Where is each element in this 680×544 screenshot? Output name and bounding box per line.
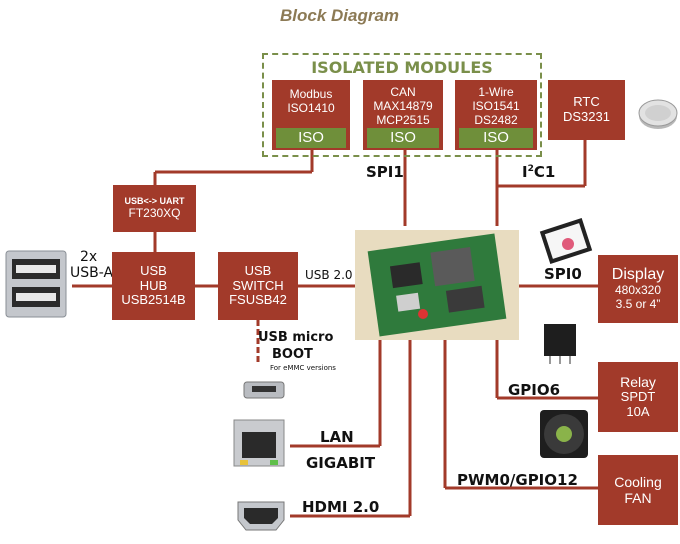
hub-label1: USB: [140, 262, 167, 278]
relay-label: Relay: [620, 374, 656, 391]
relay-rating: 10A: [626, 404, 650, 420]
lan-label2: GIGABIT: [306, 454, 376, 472]
onewire-chip2: DS2482: [474, 112, 518, 127]
isolated-modules-group: [262, 53, 542, 157]
compute-module-board-icon: [367, 233, 507, 337]
hub-chip: USB2514B: [121, 292, 186, 308]
usb-hub-block: USB HUB USB2514B: [112, 252, 195, 320]
usb20-label: USB 2.0: [305, 268, 353, 282]
can-chip1: MAX14879: [373, 98, 433, 113]
onewire-label: 1-Wire: [478, 85, 514, 99]
spi1-label: SPI1: [366, 163, 404, 181]
display-label: Display: [611, 266, 665, 283]
i2c-suffix: C1: [533, 163, 556, 181]
onewire-chip1: ISO1541: [472, 98, 520, 113]
usb-a-label: USB-A: [70, 265, 114, 281]
boot-label2: BOOT: [272, 347, 313, 362]
hdmi-port-icon: [237, 501, 285, 531]
relay-type: SPDT: [620, 389, 656, 405]
display-block: Display 480x320 3.5 or 4”: [598, 255, 678, 323]
relay-block: Relay SPDT 10A: [598, 362, 678, 432]
uart-chip: FT230XQ: [128, 205, 181, 220]
relay-icon: [544, 324, 576, 364]
rtc-label: RTC: [573, 94, 600, 110]
usb-switch-block: USB SWITCH FSUSB42: [218, 252, 298, 320]
compute-module: [355, 230, 519, 340]
fan-label1: Cooling: [614, 473, 662, 490]
can-chip2: MCP2515: [376, 112, 430, 127]
uart-label: USB<-> UART: [124, 196, 185, 207]
spi0-label: SPI0: [544, 265, 582, 283]
micro-usb-icon: [243, 381, 285, 399]
display-screen-icon: [539, 218, 593, 264]
display-size: 3.5 or 4”: [615, 297, 661, 312]
can-iso: ISO: [367, 128, 439, 148]
ethernet-jack-icon: [233, 419, 285, 467]
i2c-label: I2C1: [522, 163, 555, 181]
usb-a-connector-icon: [5, 250, 67, 318]
lan-label1: LAN: [320, 428, 354, 446]
coin-battery-icon: [638, 99, 678, 129]
can-label: CAN: [390, 85, 416, 99]
fan-label2: FAN: [624, 490, 652, 506]
uart-block: USB<-> UART FT230XQ: [113, 185, 196, 232]
rtc-chip: DS3231: [563, 109, 610, 124]
modbus-chip: ISO1410: [287, 100, 335, 115]
switch-chip: FSUSB42: [229, 292, 287, 308]
i2c-sup: 2: [527, 164, 534, 174]
onewire-iso: ISO: [459, 128, 533, 148]
pwm-label: PWM0/GPIO12: [457, 471, 578, 489]
usb-a-count: 2x: [80, 249, 98, 265]
hdmi-label: HDMI 2.0: [302, 498, 380, 516]
switch-label2: SWITCH: [232, 277, 284, 293]
modbus-iso: ISO: [276, 128, 346, 148]
hub-label2: HUB: [139, 277, 168, 293]
modbus-label: Modbus: [289, 87, 333, 101]
display-res: 480x320: [614, 283, 662, 298]
boot-note: For eMMC versions: [270, 364, 336, 372]
gpio6-label: GPIO6: [508, 381, 561, 399]
fan-block: Cooling FAN: [598, 455, 678, 525]
i2c-prefix: I: [522, 163, 528, 181]
rtc-block: RTC DS3231: [548, 80, 625, 140]
boot-label1: USB micro: [258, 330, 334, 345]
isolated-modules-title: ISOLATED MODULES: [311, 58, 493, 77]
switch-label1: USB: [244, 262, 272, 278]
fan-icon: [540, 410, 588, 458]
diagram-title: Block Diagram: [280, 6, 400, 25]
